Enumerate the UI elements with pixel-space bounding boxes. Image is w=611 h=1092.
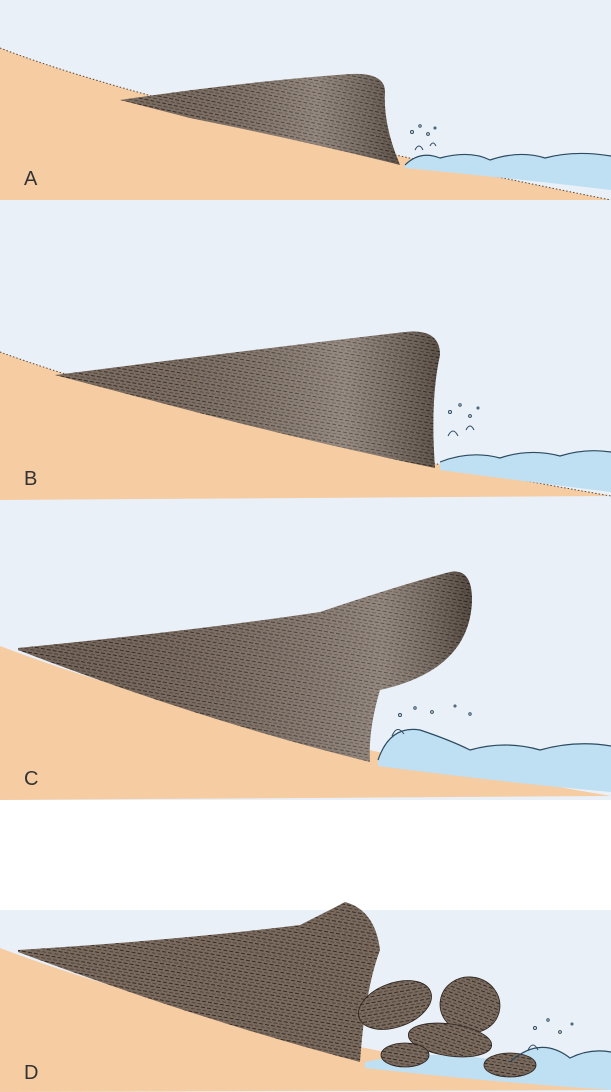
panel-b-illustration	[0, 200, 611, 500]
panel-b-label: B	[24, 468, 37, 491]
panel-d: D	[0, 800, 611, 1092]
panel-a: A	[0, 0, 611, 200]
panel-d-illustration	[0, 800, 611, 1092]
panel-c: C	[0, 500, 611, 800]
panel-a-label: A	[24, 168, 37, 191]
panel-b: B	[0, 200, 611, 500]
panel-a-illustration	[0, 0, 611, 200]
panel-c-illustration	[0, 500, 611, 800]
panel-d-label: D	[24, 1062, 38, 1085]
panel-c-label: C	[24, 768, 38, 791]
